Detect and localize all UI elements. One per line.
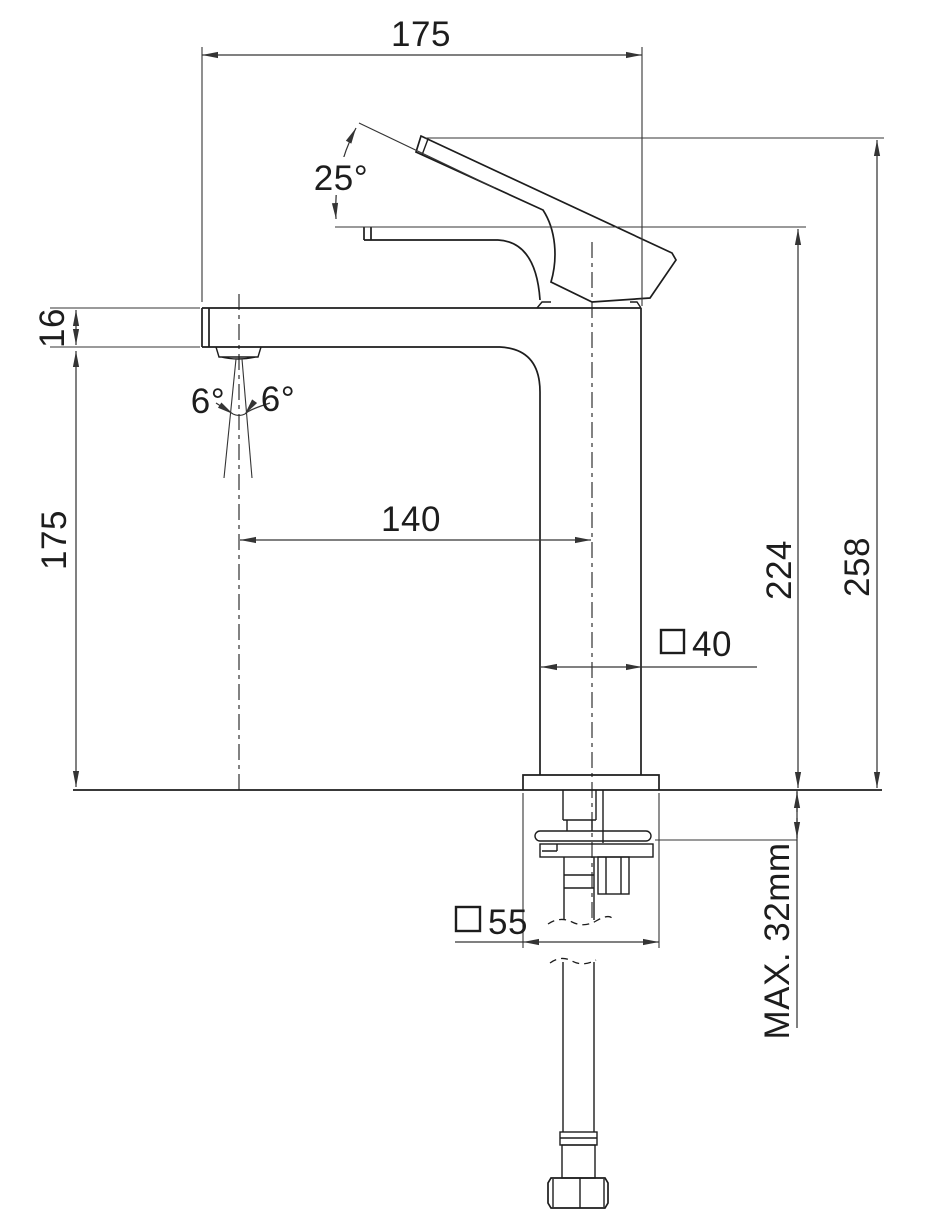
hose-hex-nut bbox=[547, 1177, 609, 1209]
spout-end-cap bbox=[201, 308, 210, 347]
hose-tube bbox=[562, 962, 595, 1132]
handle-lever-horizontal bbox=[363, 227, 541, 301]
hose-connector bbox=[561, 1144, 596, 1179]
spray-arc bbox=[232, 413, 246, 417]
escutcheon-plate bbox=[522, 774, 660, 790]
dimension-spout-reach-140: 140 bbox=[240, 500, 591, 544]
dimension-base-square-55: 55 bbox=[454, 793, 660, 948]
mounting-nut bbox=[597, 856, 630, 895]
spray-cone-right bbox=[241, 358, 253, 479]
faucet-outline bbox=[73, 134, 882, 1209]
dimension-spout-clearance-175: 175 bbox=[35, 351, 80, 787]
break-line-lower bbox=[549, 957, 597, 965]
handle-lever-end-cap bbox=[421, 138, 429, 156]
break-line-upper bbox=[547, 915, 613, 926]
mounting-nut-facets bbox=[605, 857, 622, 894]
dim-6deg-right-label: 6° bbox=[261, 380, 295, 419]
dim-max32-label: MAX. 32mm bbox=[758, 842, 797, 1039]
dimension-top-width-175: 175 bbox=[201, 15, 643, 306]
square-symbol bbox=[454, 905, 482, 933]
dimension-handle-angle-25: 25° bbox=[310, 122, 496, 220]
dimension-max-thickness-32: MAX. 32mm bbox=[655, 790, 801, 1040]
spray-cone-left bbox=[223, 358, 237, 479]
dimension-spout-height-16: 16 bbox=[33, 307, 200, 348]
spray-arrow-right bbox=[244, 399, 271, 415]
dim-175-top-label: 175 bbox=[391, 15, 451, 54]
dim-40-label: 40 bbox=[692, 625, 732, 664]
dimension-spray-angle-6: 6° 6° bbox=[191, 358, 295, 479]
washer bbox=[534, 830, 652, 842]
dim-175-left-label: 175 bbox=[35, 510, 74, 570]
extension-line bbox=[201, 47, 643, 306]
spray-arrow-left bbox=[215, 402, 234, 415]
extension-line bbox=[50, 307, 200, 348]
dim-55-label: 55 bbox=[488, 903, 528, 942]
dim-25deg-label: 25° bbox=[314, 159, 368, 198]
threaded-shank-lower bbox=[563, 857, 595, 920]
dim-258-label: 258 bbox=[838, 537, 877, 597]
extension-line bbox=[522, 793, 660, 948]
dim-16-label: 16 bbox=[33, 308, 72, 348]
dim-224-label: 224 bbox=[760, 540, 799, 600]
hose-hex-nut-facets bbox=[552, 1178, 605, 1208]
threaded-shank-upper bbox=[562, 790, 597, 831]
dim-140-label: 140 bbox=[381, 500, 441, 539]
angle-extension-line bbox=[358, 122, 496, 189]
label-mask bbox=[310, 157, 372, 195]
bracket-tab bbox=[542, 844, 558, 852]
spout-bottom-and-body-left bbox=[202, 346, 541, 775]
body-top-chamfers bbox=[536, 301, 642, 309]
mounting-bracket bbox=[539, 843, 654, 858]
flexible-hose bbox=[547, 957, 609, 1209]
dimension-overall-height-258: 258 bbox=[425, 137, 884, 788]
dimension-handle-height-224: 224 bbox=[335, 226, 806, 788]
mounting-hardware bbox=[534, 790, 654, 926]
dim-6deg-left-label: 6° bbox=[191, 382, 225, 421]
centerlines bbox=[238, 242, 593, 922]
dimension-body-square-40: 40 bbox=[541, 625, 757, 671]
square-symbol bbox=[659, 628, 686, 655]
handle-lever-raised bbox=[414, 134, 678, 303]
